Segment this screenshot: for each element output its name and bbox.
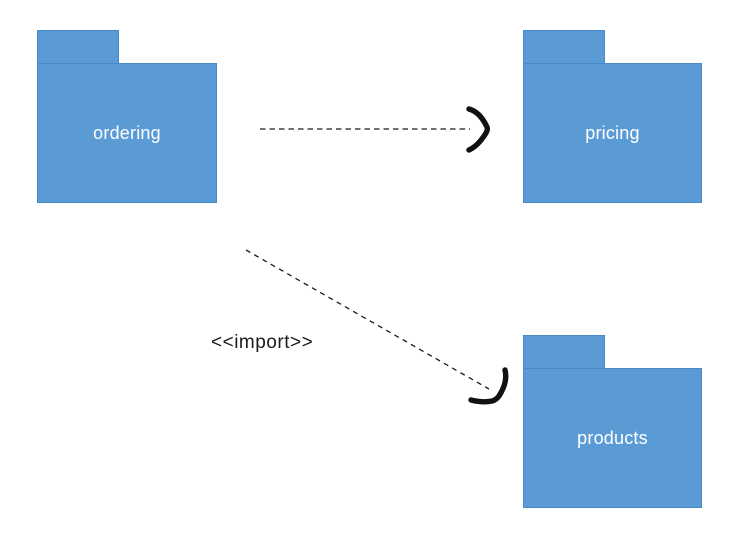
arrowhead-open-chevron <box>466 106 491 153</box>
package-tab <box>523 30 605 64</box>
package-products[interactable]: products <box>523 335 702 508</box>
connector-ordering-to-products[interactable] <box>245 249 509 405</box>
package-body: products <box>523 368 702 508</box>
package-body: pricing <box>523 63 702 203</box>
package-label: pricing <box>585 123 640 143</box>
connector-ordering-to-pricing[interactable] <box>260 106 491 153</box>
package-label: ordering <box>93 123 161 143</box>
package-tab <box>37 30 119 64</box>
package-pricing[interactable]: pricing <box>523 30 702 203</box>
package-label: products <box>577 428 648 448</box>
stereotype-label-import: <<import>> <box>211 332 314 353</box>
package-ordering[interactable]: ordering <box>37 30 217 203</box>
dependency-line <box>245 249 490 390</box>
arrowhead-open-chevron <box>468 367 509 405</box>
package-body: ordering <box>37 63 217 203</box>
